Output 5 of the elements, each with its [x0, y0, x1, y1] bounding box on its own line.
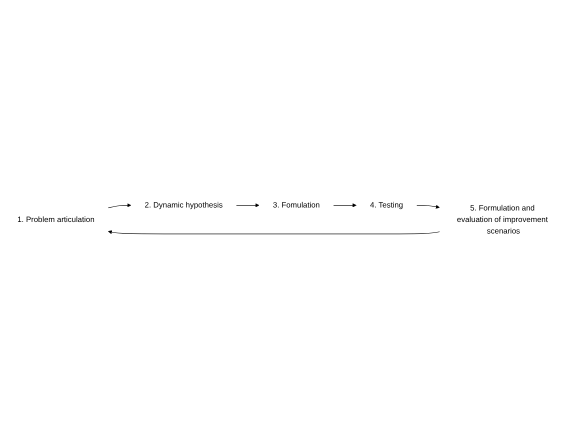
arrow	[333, 203, 357, 208]
arrow	[236, 203, 260, 208]
arrow	[108, 203, 132, 208]
arrow	[108, 230, 440, 234]
arrow	[416, 204, 440, 208]
